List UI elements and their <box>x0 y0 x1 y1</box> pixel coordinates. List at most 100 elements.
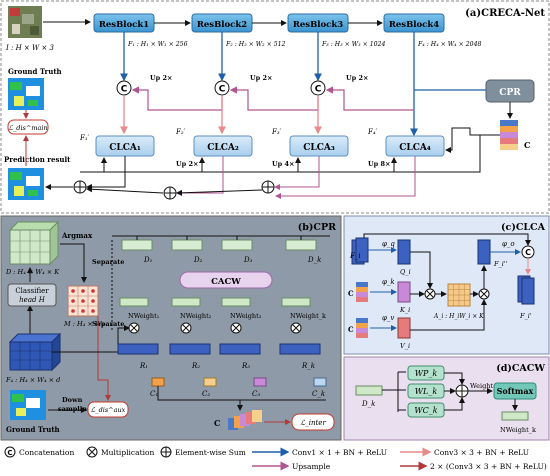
up-bottom-1: Up 2× <box>176 160 198 168</box>
c-label-a: C <box>524 140 530 150</box>
qi-label: Q_i <box>400 268 411 276</box>
svg-text:Softmax: Softmax <box>497 386 534 396</box>
d-label: D : H₄ × W₄ × K <box>5 268 60 276</box>
svg-text:Multiplication: Multiplication <box>101 448 155 457</box>
classifier-head <box>7 283 57 307</box>
softmax-block: Softmax <box>493 382 537 400</box>
nweight-row <box>119 297 311 307</box>
sum-icon-3 <box>261 180 275 194</box>
gt-label-b: Ground Truth <box>6 425 60 434</box>
fi-label: F_i <box>349 252 361 260</box>
wp-block: WP_k <box>407 365 445 381</box>
r-item-k: R_k <box>301 362 315 370</box>
feature-label-1: F₁ : H₁ × W₁ × 256 <box>127 41 188 48</box>
svg-text:C: C <box>525 248 531 257</box>
svg-text:CLCA₁: CLCA₁ <box>109 143 141 153</box>
svg-text:ResBlock3: ResBlock3 <box>293 20 343 30</box>
loss-inter: ℒ_inter <box>300 419 326 427</box>
panel-a-frame <box>0 0 550 214</box>
legend-conv1: Conv1 × 1 + BN + ReLU <box>252 447 387 457</box>
ki-block <box>397 281 411 303</box>
sum-icon-2 <box>163 186 177 200</box>
d-cube <box>8 220 60 266</box>
svg-text:Conv3 × 3 + BN + ReLU: Conv3 × 3 + BN + ReLU <box>434 448 529 457</box>
fi-pp-block <box>477 239 491 265</box>
svg-text:WP_k: WP_k <box>415 369 438 378</box>
legend-concat: C Concatenation <box>4 446 74 458</box>
fi-pp-label: F_i'' <box>493 260 508 268</box>
vi-label: V_i <box>400 342 410 350</box>
svg-text:Conv1 × 1 + BN + ReLU: Conv1 × 1 + BN + ReLU <box>292 448 387 457</box>
wl-block: WL_k <box>407 383 445 399</box>
legend-conv3x2: 2 × (Conv3 × 3 + BN + ReLU) <box>400 461 547 471</box>
c-label-c2: C <box>348 325 354 334</box>
resblock-2: ResBlock2 <box>191 13 253 33</box>
r-item-2: R₂ <box>191 362 200 370</box>
svg-text:Element-wise Sum: Element-wise Sum <box>175 448 246 457</box>
concat-icon-c: C <box>521 245 535 259</box>
ground-truth-map-b <box>10 390 46 420</box>
concat-icon-2: C <box>214 80 230 96</box>
svg-text:WC_k: WC_k <box>414 406 437 415</box>
svg-text:2 × (Conv3 × 3 + BN + ReLU): 2 × (Conv3 × 3 + BN + ReLU) <box>430 462 547 471</box>
cacw-label: CACW <box>211 277 241 287</box>
svg-text:C: C <box>219 85 226 95</box>
legend-sum: Element-wise Sum <box>160 446 246 458</box>
nweight-3: NWeight₃ <box>230 312 262 320</box>
phi-o: φ_o <box>502 240 515 248</box>
c-item-3: C₃ <box>252 390 260 398</box>
nweight-k: NWeight_k <box>290 312 326 320</box>
up-bottom-2: Up 4× <box>272 160 294 168</box>
up-bottom-3: Up 8× <box>368 160 390 168</box>
input-image <box>8 6 42 38</box>
classifier-line-1: Classifier <box>15 287 49 295</box>
panel-d-title: (d)CACW <box>496 363 545 374</box>
r-row <box>117 343 321 355</box>
svg-text:CLCA₃: CLCA₃ <box>303 143 335 153</box>
legend-mult: Multiplication <box>86 446 155 458</box>
loss-main-box <box>7 119 49 135</box>
down-sampling-2: sampling <box>58 405 92 413</box>
d-item-2: D₂ <box>193 256 203 264</box>
ground-truth-map-a <box>8 78 44 110</box>
c-stack-k <box>356 282 368 302</box>
resblock-4: ResBlock4 <box>383 13 445 33</box>
ki-label: K_i <box>399 306 410 314</box>
svg-text:Upsample: Upsample <box>292 462 331 471</box>
legend: C Concatenation Multiplication Element-w… <box>4 446 547 471</box>
f4-label: F₄ : H₄ × W₄ × d <box>5 376 60 384</box>
feature-label-4: F₄ : H₄ × W₄ × 2048 <box>417 41 482 48</box>
loss-main: ℒ_dis^main <box>8 124 47 132</box>
d-item-1: D₁ <box>143 256 153 264</box>
resblock-1: ResBlock1 <box>93 13 155 33</box>
weight-label: Weight <box>470 382 493 390</box>
nweight-2: NWeight₂ <box>180 312 212 320</box>
r-item-1: R₁ <box>139 362 148 370</box>
clca-3: CLCA₃ <box>289 135 349 157</box>
fi-stack <box>351 237 369 265</box>
class-context-stack <box>500 120 518 150</box>
legend-upsample: Upsample <box>252 461 331 471</box>
clca-2: CLCA₂ <box>193 135 253 157</box>
svg-text:CLCA₂: CLCA₂ <box>207 143 239 153</box>
phi-v: φ_v <box>382 314 394 322</box>
c-item-2: C₂ <box>202 390 210 398</box>
svg-text:ResBlock1: ResBlock1 <box>99 20 149 30</box>
separate-bottom: Separate <box>92 320 124 328</box>
qi-block <box>397 239 411 265</box>
prediction-label: Prediction result <box>4 155 71 164</box>
m-grid <box>67 285 99 317</box>
panel-a-title: (a)CRECA-Net <box>465 8 545 19</box>
up-top-3: Up 2× <box>346 74 368 82</box>
clca-1: CLCA₁ <box>95 135 155 157</box>
panel-c-title: (c)CLCA <box>501 222 546 233</box>
svg-text:ResBlock4: ResBlock4 <box>389 20 439 30</box>
svg-text:ResBlock2: ResBlock2 <box>197 20 247 30</box>
c-item-k: C_k <box>312 390 325 398</box>
vi-block <box>397 317 411 339</box>
mult-icon-c2 <box>478 288 490 300</box>
svg-text:Concatenation: Concatenation <box>19 448 74 457</box>
mult-icon-c1 <box>424 288 436 300</box>
fprime-1: F₁′ <box>79 134 90 142</box>
